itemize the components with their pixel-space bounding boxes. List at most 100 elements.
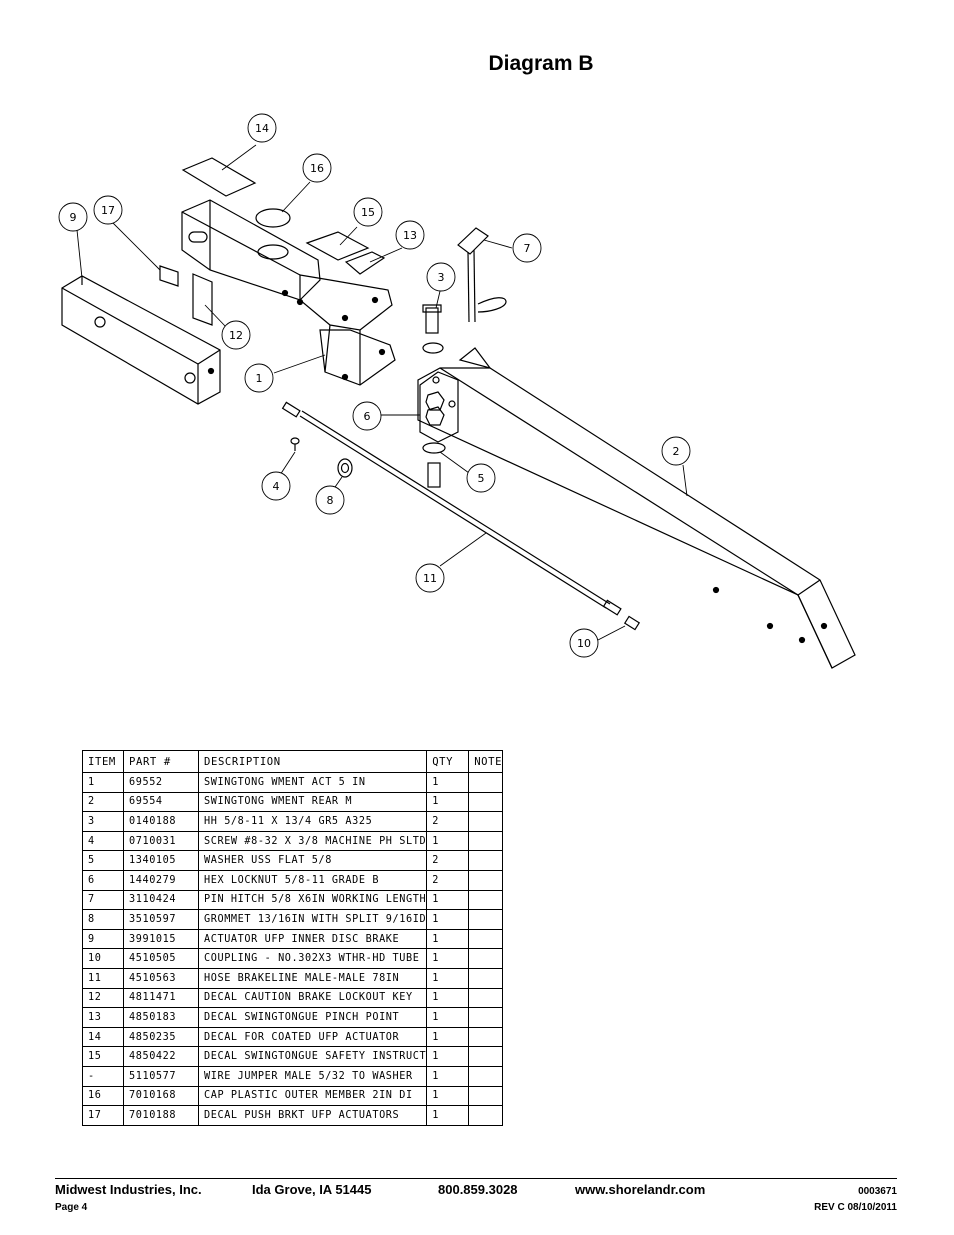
cell-part: 0710031 xyxy=(123,830,199,852)
cell-note xyxy=(468,1046,504,1067)
cell-part: 1340105 xyxy=(123,850,199,871)
cell-part: 0140188 xyxy=(123,811,199,832)
cell-item: 7 xyxy=(82,889,124,911)
header-note: NOTE xyxy=(468,750,504,773)
part-3-bolt xyxy=(422,304,442,334)
footer-phone: 800.859.3028 xyxy=(438,1182,518,1197)
cell-part: 4811471 xyxy=(123,987,199,1009)
cell-item: 6 xyxy=(82,869,124,891)
cell-item: 16 xyxy=(82,1085,124,1107)
cell-note xyxy=(468,1085,504,1107)
footer-website[interactable]: www.shorelandr.com xyxy=(575,1182,706,1197)
cell-note xyxy=(468,1065,504,1087)
callout-15: 15 xyxy=(361,206,375,219)
callout-6: 6 xyxy=(364,410,371,423)
cell-qty: 1 xyxy=(426,1026,470,1048)
cell-note xyxy=(468,928,504,950)
callout-12: 12 xyxy=(229,329,243,342)
cell-part: 4510563 xyxy=(123,967,199,989)
cell-item: 12 xyxy=(82,987,124,1009)
cell-note xyxy=(468,948,504,969)
callout-bubbles xyxy=(58,113,691,658)
cell-qty: 1 xyxy=(426,791,470,813)
cell-item: 11 xyxy=(82,967,124,989)
cell-qty: 1 xyxy=(426,1007,470,1028)
cell-item: 2 xyxy=(82,791,124,813)
cell-description: HOSE BRAKELINE MALE-MALE 78IN xyxy=(197,967,428,989)
cell-qty: 2 xyxy=(426,850,470,871)
cell-note xyxy=(468,1007,504,1028)
part-9-inner-actuator xyxy=(61,275,221,405)
cell-qty: 1 xyxy=(426,928,470,950)
cell-part: 4850422 xyxy=(123,1046,199,1067)
cell-description: SCREW #8-32 X 3/8 MACHINE PH SLTD xyxy=(197,830,428,852)
footer-divider xyxy=(55,1178,897,1179)
cell-item: 15 xyxy=(82,1046,124,1067)
cell-qty: 1 xyxy=(426,967,470,989)
cell-part: 1440279 xyxy=(123,869,199,891)
cell-item: 9 xyxy=(82,928,124,950)
cell-part: 69552 xyxy=(123,772,199,793)
cell-part: 3991015 xyxy=(123,928,199,950)
cell-qty: 1 xyxy=(426,1105,470,1126)
cell-note xyxy=(468,987,504,1009)
footer-doc-number: 0003671 xyxy=(858,1186,897,1197)
cell-item: 13 xyxy=(82,1007,124,1028)
cell-note xyxy=(468,791,504,813)
part-17-decal xyxy=(159,265,179,287)
cell-item: 10 xyxy=(82,948,124,969)
cell-description: SWINGTONG WMENT ACT 5 IN xyxy=(197,772,428,793)
cell-description: CAP PLASTIC OUTER MEMBER 2IN DI xyxy=(197,1085,428,1107)
cell-item: 5 xyxy=(82,850,124,871)
cell-note xyxy=(468,811,504,832)
cell-description: WIRE JUMPER MALE 5/32 TO WASHER xyxy=(197,1065,428,1087)
part-12-decal xyxy=(192,273,213,326)
cell-qty: 1 xyxy=(426,830,470,852)
cell-description: SWINGTONG WMENT REAR M xyxy=(197,791,428,813)
part-10-coupling xyxy=(623,615,641,631)
cell-description: HEX LOCKNUT 5/8-11 GRADE B xyxy=(197,869,428,891)
callout-17: 17 xyxy=(101,204,115,217)
cell-description: DECAL SWINGTONGUE PINCH POINT xyxy=(197,1007,428,1028)
footer-page-number: Page 4 xyxy=(55,1202,88,1213)
cell-part: 4510505 xyxy=(123,948,199,969)
callout-1: 1 xyxy=(256,372,263,385)
callout-4: 4 xyxy=(273,480,280,493)
cell-item: 3 xyxy=(82,811,124,832)
cell-description: WASHER USS FLAT 5/8 xyxy=(197,850,428,871)
table-header-row: ITEM PART # DESCRIPTION QTY NOTE xyxy=(82,750,504,773)
callout-3: 3 xyxy=(438,271,445,284)
cell-part: 5110577 xyxy=(123,1065,199,1087)
callout-13: 13 xyxy=(403,229,417,242)
part-4-screw xyxy=(290,437,300,451)
cell-qty: 2 xyxy=(426,869,470,891)
callout-11: 11 xyxy=(423,572,437,585)
callout-14: 14 xyxy=(255,122,269,135)
part-5-washer-bottom xyxy=(422,442,446,454)
cell-item: 1 xyxy=(82,772,124,793)
part-5-washer-top xyxy=(422,342,444,354)
page-title: Diagram B xyxy=(0,52,954,76)
cell-description: DECAL PUSH BRKT UFP ACTUATORS xyxy=(197,1105,428,1126)
header-item: ITEM xyxy=(82,750,124,773)
cell-note xyxy=(468,909,504,930)
footer-company: Midwest Industries, Inc. xyxy=(55,1182,202,1197)
cell-part: 3510597 xyxy=(123,909,199,930)
cell-part: 3110424 xyxy=(123,889,199,911)
cell-qty: 1 xyxy=(426,1046,470,1067)
callout-16: 16 xyxy=(310,162,324,175)
part-13-decal xyxy=(344,251,386,275)
exploded-parts-diagram: 14 16 17 9 15 13 12 1 7 3 6 5 4 8 11 10 … xyxy=(58,113,856,669)
callout-labels: 14 16 17 9 15 13 12 1 7 3 6 5 4 8 11 10 … xyxy=(70,122,680,650)
part-11-brake-hose xyxy=(281,401,622,616)
